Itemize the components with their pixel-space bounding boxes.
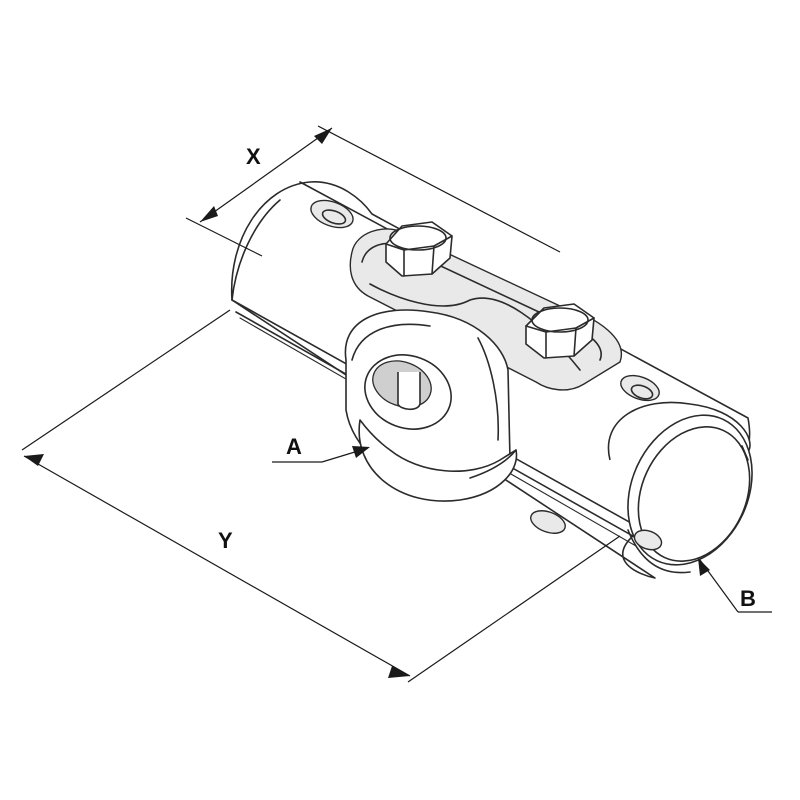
cross-collar: [344, 309, 566, 534]
tube-end-opening: [607, 401, 753, 574]
dimension-x: [185, 125, 561, 257]
dimension-x-label: X: [246, 144, 261, 169]
leader-a: [272, 446, 370, 463]
leader-b-label: B: [740, 586, 756, 611]
leader-b: [698, 558, 772, 613]
bolt-top: [385, 221, 453, 277]
dimension-y: [21, 309, 621, 683]
bolt-bottom: [525, 303, 595, 359]
dimension-y-label: Y: [218, 528, 233, 553]
leader-a-label: A: [286, 434, 302, 459]
